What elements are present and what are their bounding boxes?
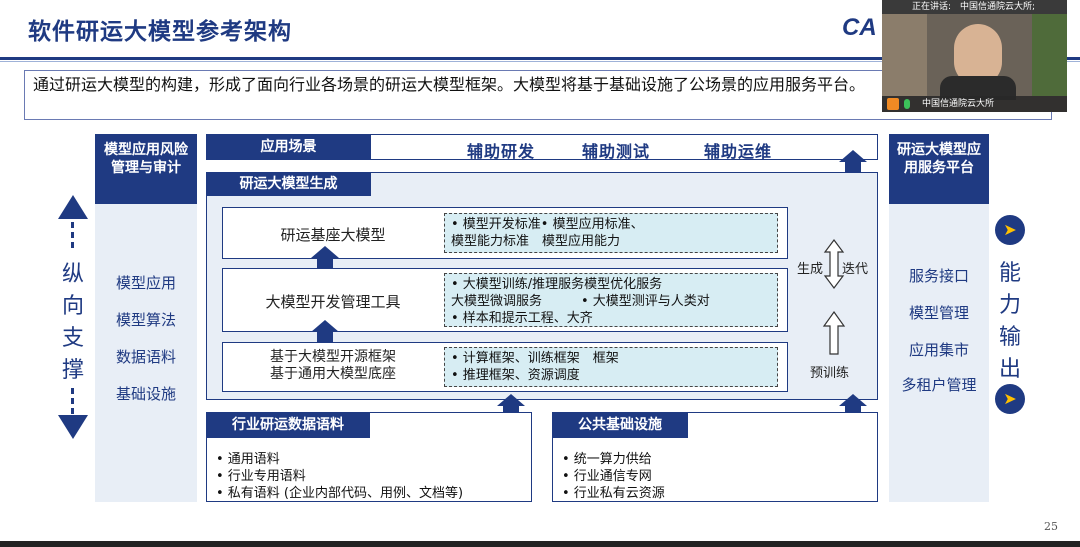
data-corpus-item: • 私有语料 (企业内部代码、用例、文档等) — [216, 486, 464, 501]
infrastructure-label: 公共基础设施 — [552, 412, 688, 438]
row-detail-box: • 计算框架、训练框架 框架 • 推理框架、资源调度 — [444, 347, 778, 387]
row-title: 基于大模型开源框架 基于通用大模型底座 — [270, 349, 396, 382]
left-panel-item: 模型算法 — [115, 311, 176, 329]
chevron-right-icon: ➤ — [995, 215, 1025, 245]
bidirectional-arrow-icon — [823, 239, 845, 289]
row-detail-box: • 模型开发标准• 模型应用标准、 模型能力标准 模型应用能力 — [444, 213, 778, 253]
left-panel-item: 基础设施 — [115, 385, 176, 403]
row-detail-line: • 推理框架、资源调度 — [451, 368, 580, 383]
tab-assist-ops: 辅助运维 — [704, 142, 773, 161]
row-title: 大模型开发管理工具 — [265, 293, 401, 311]
label-generate: 生成 — [797, 262, 824, 277]
dashed-line — [71, 222, 74, 248]
row-detail-line: • 计算框架、训练框架 框架 — [451, 351, 619, 366]
infrastructure-item: • 行业私有云资源 — [562, 486, 665, 501]
row-detail-line: • 大模型训练/推理服务模型优化服务 — [451, 277, 663, 292]
arrow-stem — [503, 406, 519, 416]
vertical-label-char: 支 — [61, 326, 84, 351]
dashed-line — [71, 388, 74, 414]
vertical-label-char: 能 — [998, 261, 1021, 286]
arrow-stem — [317, 332, 333, 342]
vertical-label-char: 撑 — [61, 358, 84, 383]
left-panel-item: 数据语料 — [115, 348, 176, 366]
row-detail-line: • 样本和提示工程、大齐 — [451, 311, 593, 326]
right-panel-item: 模型管理 — [908, 304, 969, 322]
generation-label: 研运大模型生成 — [206, 172, 371, 196]
vertical-label-char: 向 — [61, 294, 84, 319]
row-detail-line: 模型能力标准 模型应用能力 — [451, 234, 621, 249]
video-call-overlay[interactable]: 正在讲话: 中国信通院云大所; 中国信通院云大所 — [882, 0, 1067, 112]
data-corpus-item: • 通用语料 — [216, 452, 280, 467]
pretrain-arrow-icon — [822, 310, 846, 355]
arrow-down-icon — [58, 415, 88, 439]
scenario-label: 应用场景 — [206, 134, 371, 160]
tab-assist-dev: 辅助研发 — [467, 142, 536, 161]
left-panel-item: 模型应用 — [115, 274, 176, 292]
arrow-stem — [845, 162, 861, 172]
infrastructure-item: • 统一算力供给 — [562, 452, 652, 467]
right-panel-item: 多租户管理 — [901, 376, 977, 394]
chevron-right-icon: ➤ — [995, 384, 1025, 414]
row-detail-line: 大模型微调服务 • 大模型测评与人类对 — [451, 294, 710, 309]
tab-assist-test: 辅助测试 — [582, 142, 651, 161]
background-shelf — [882, 14, 927, 96]
row-title: 研运基座大模型 — [280, 226, 386, 244]
label-iterate: 迭代 — [842, 262, 869, 277]
slide-title: 软件研运大模型参考架构 — [28, 19, 292, 45]
vertical-label-char: 出 — [998, 357, 1021, 382]
data-corpus-label: 行业研运数据语料 — [206, 412, 370, 438]
title-divider — [0, 57, 1080, 60]
participant-name: 中国信通院云大所 — [882, 96, 1067, 112]
background-plant — [1032, 14, 1067, 96]
right-panel-header: 研运大模型应用服务平台 — [889, 134, 989, 204]
taskbar-strip — [0, 541, 1080, 547]
page-number: 25 — [1044, 520, 1058, 533]
vertical-label-char: 输 — [998, 325, 1021, 350]
left-panel-header: 模型应用风险管理与审计 — [95, 134, 197, 204]
infrastructure-item: • 行业通信专网 — [562, 469, 652, 484]
data-corpus-item: • 行业专用语料 — [216, 469, 306, 484]
right-panel-item: 应用集市 — [908, 341, 969, 359]
label-pretrain: 预训练 — [810, 366, 850, 381]
arrow-up-icon — [497, 394, 525, 406]
title-divider-thin — [0, 61, 1080, 62]
arrow-up-icon — [311, 246, 339, 258]
row-detail-box: • 大模型训练/推理服务模型优化服务 大模型微调服务 • 大模型测评与人类对 •… — [444, 273, 778, 327]
arrow-up-icon — [839, 150, 867, 162]
logo: CA — [842, 14, 877, 41]
avatar-icon — [887, 98, 899, 110]
speaker-face — [954, 24, 1002, 86]
arrow-up-icon — [58, 195, 88, 219]
speaking-indicator: 正在讲话: 中国信通院云大所; — [882, 0, 1067, 14]
arrow-stem — [845, 406, 861, 416]
row-detail-line: • 模型开发标准• 模型应用标准、 — [451, 217, 644, 232]
right-panel-item: 服务接口 — [908, 267, 969, 285]
microphone-icon[interactable] — [904, 99, 910, 109]
arrow-up-icon — [839, 394, 867, 406]
vertical-label-char: 力 — [998, 293, 1021, 318]
arrow-stem — [317, 258, 333, 268]
vertical-label-char: 纵 — [61, 262, 84, 287]
arrow-up-icon — [311, 320, 339, 332]
